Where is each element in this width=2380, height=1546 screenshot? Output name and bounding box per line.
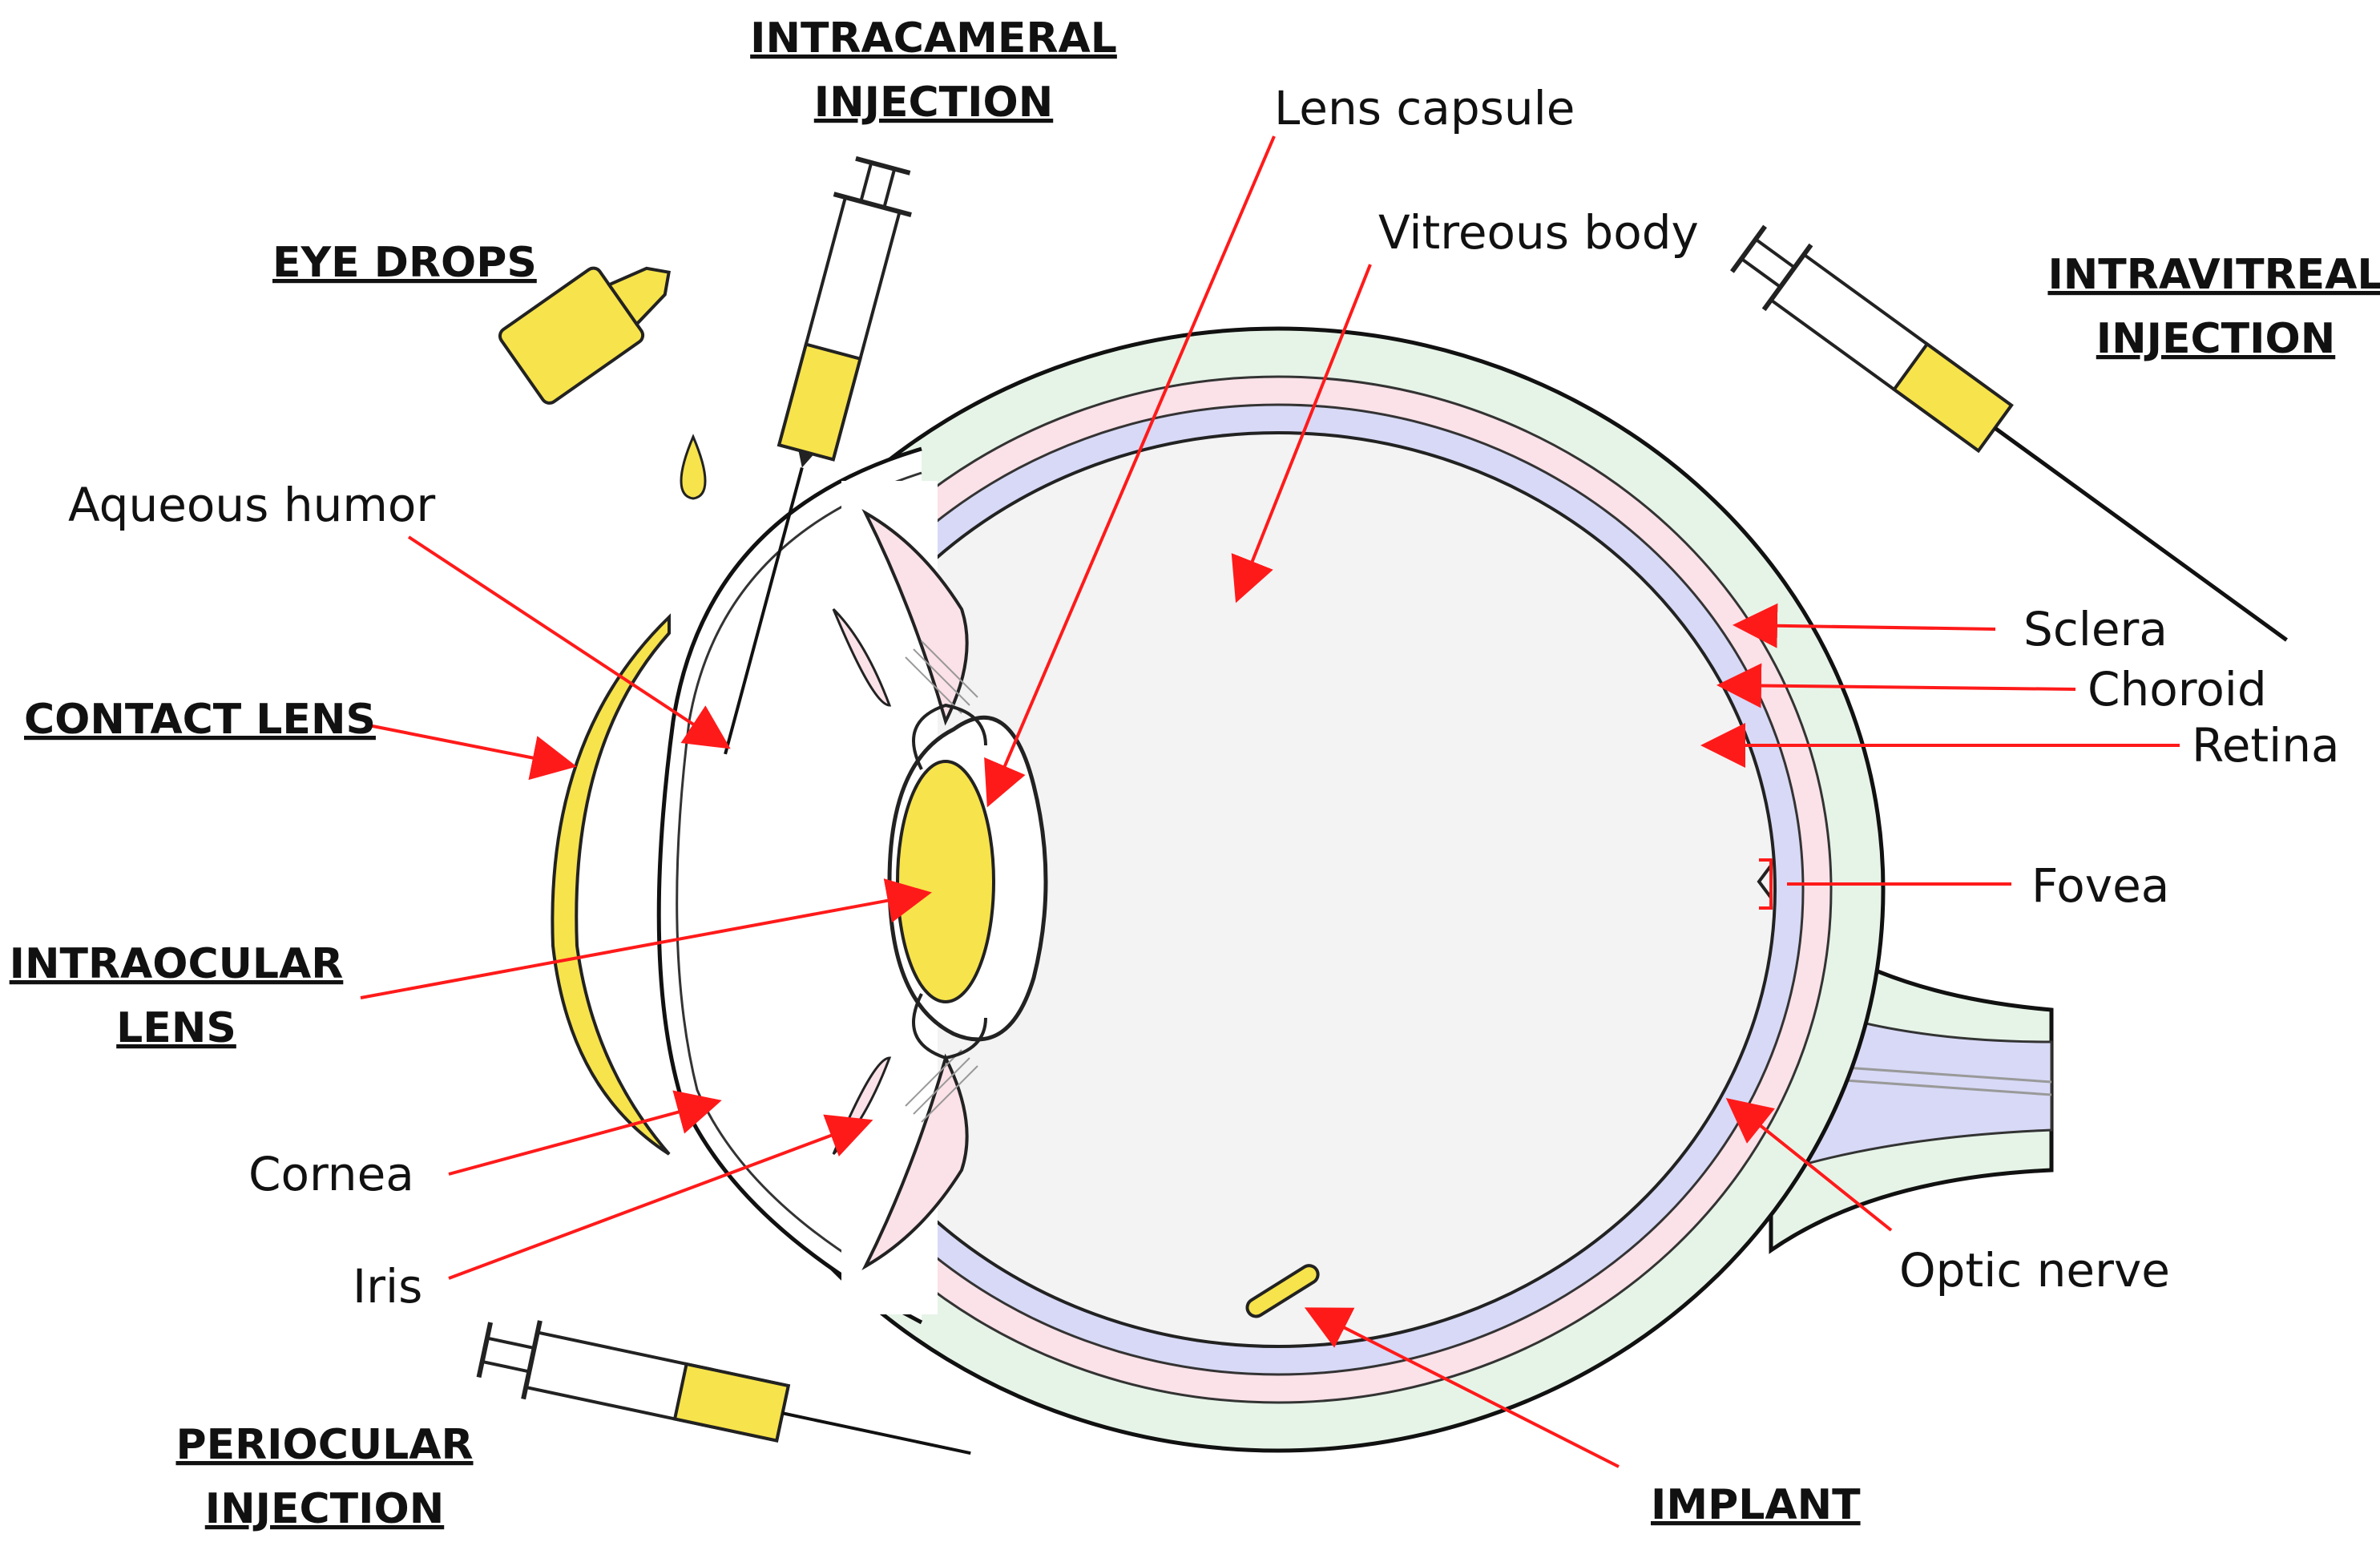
label-optic-nerve: Optic nerve — [1899, 1243, 2170, 1298]
label-intraocular-line1: INTRAOCULAR — [10, 940, 344, 988]
arrow-cornea — [448, 1090, 722, 1176]
label-periocular-line1: PERIOCULAR — [175, 1421, 473, 1469]
arrow-vitreous-body — [1231, 264, 1372, 603]
zonules — [905, 640, 978, 1123]
iol-haptic-lower — [912, 993, 987, 1060]
label-choroid: Choroid — [2088, 662, 2267, 716]
label-intracameral-line1: INTRACAMERAL — [750, 14, 1117, 63]
eye-drop — [680, 434, 707, 500]
label-retina: Retina — [2192, 718, 2340, 773]
label-contact-lens: CONTACT LENS — [24, 696, 376, 744]
arrow-aqueous-humor — [407, 535, 731, 749]
arrow-intraocular-lens — [360, 878, 932, 999]
arrow-lens-capsule — [984, 135, 1276, 808]
arrow-contact-lens — [368, 724, 577, 781]
iol-haptic-upper — [912, 703, 987, 770]
label-sclera: Sclera — [2023, 602, 2168, 656]
iris-upper — [832, 608, 892, 707]
label-cornea: Cornea — [248, 1147, 414, 1201]
syringe-icon-intravitreal — [1730, 224, 2288, 642]
pointer-arrows — [360, 135, 2180, 1468]
ciliary-body-lower — [861, 1053, 969, 1271]
label-periocular-line2: INJECTION — [205, 1485, 444, 1533]
label-eye-drops: EYE DROPS — [272, 239, 537, 287]
arrow-choroid — [1716, 663, 2076, 708]
arrow-iris — [448, 1114, 873, 1280]
label-intravitreal-line1: INTRAVITREAL — [2047, 251, 2380, 299]
label-intravitreal-line2: INJECTION — [2096, 315, 2335, 363]
fovea-bracket — [1759, 858, 1773, 910]
label-fovea: Fovea — [2031, 858, 2169, 913]
label-aqueous-humor: Aqueous humor — [68, 478, 435, 532]
ciliary-body-upper — [861, 508, 969, 726]
label-intraocular-line2: LENS — [116, 1004, 236, 1052]
label-lens-capsule: Lens capsule — [1274, 81, 1575, 135]
arrow-optic-nerve — [1725, 1098, 1893, 1232]
label-implant: IMPLANT — [1651, 1481, 1861, 1529]
label-vitreous-body: Vitreous body — [1378, 205, 1699, 260]
contact-lens-shape — [551, 613, 671, 1156]
implant-rod-shape — [1245, 1264, 1320, 1318]
dropper-bottle-icon — [498, 266, 671, 405]
text-labels: INTRACAMERAL INJECTION Lens capsule EYE … — [10, 14, 2380, 1533]
syringe-icon-intracameral — [724, 155, 912, 755]
intraocular-lens — [896, 760, 995, 1003]
arrow-implant — [1304, 1307, 1620, 1468]
label-intracameral-line2: INJECTION — [814, 79, 1053, 127]
label-iris: Iris — [353, 1259, 422, 1314]
arrow-sclera — [1733, 603, 1996, 648]
fovea-notch — [1757, 864, 1773, 899]
syringe-icon-periocular — [476, 1320, 971, 1455]
